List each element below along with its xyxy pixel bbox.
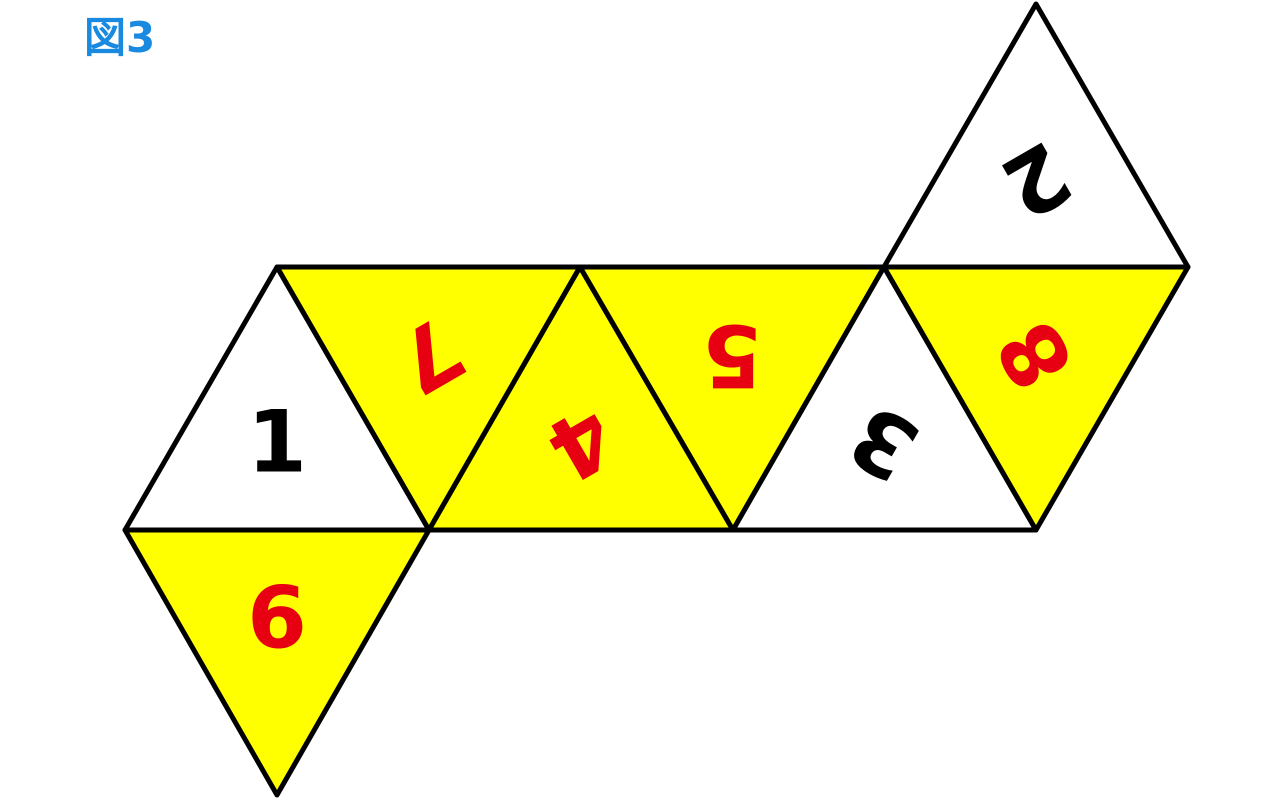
face-2: 2 (881, 1, 1191, 270)
triangle-face (122, 527, 432, 798)
face-number: 6 (247, 568, 307, 668)
triangle-face (881, 1, 1191, 270)
face-7: 7 (274, 264, 583, 533)
face-4: 4 (426, 264, 736, 533)
face-number: 1 (247, 392, 307, 492)
face-6: 6 (122, 527, 432, 798)
face-number: 5 (702, 305, 762, 405)
face-8: 8 (881, 264, 1191, 533)
figure-title: 図3 (84, 13, 156, 62)
